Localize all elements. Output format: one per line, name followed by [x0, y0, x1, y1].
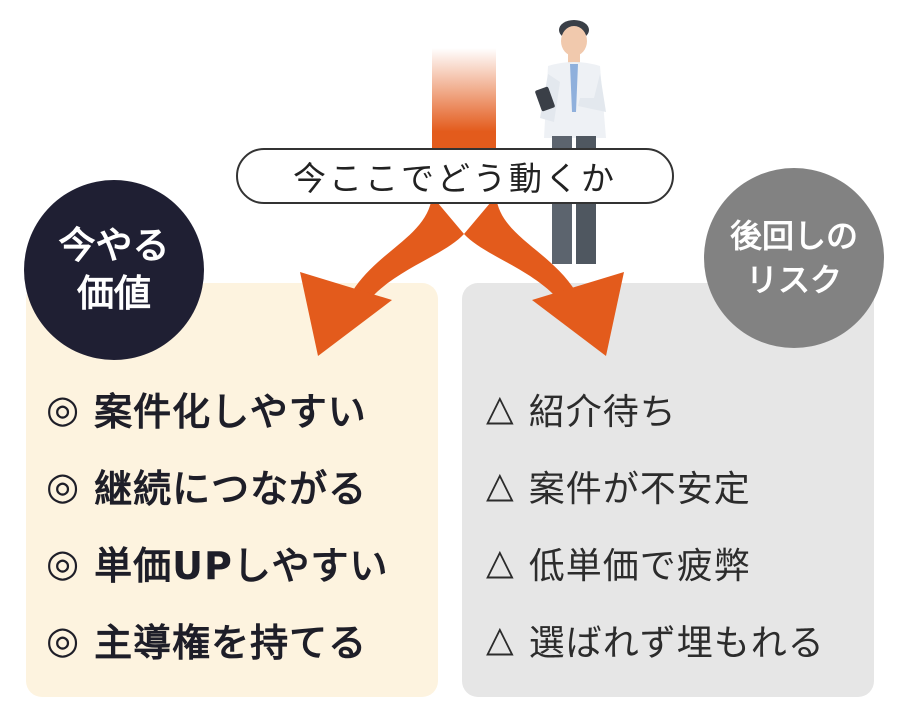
double-circle-icon: ◎: [46, 463, 81, 508]
list-item: ◎ 主導権を持てる: [46, 601, 389, 678]
right-badge-line1: 後回しの: [729, 217, 858, 255]
list-item-label: 選ばれず埋もれる: [528, 622, 825, 664]
right-panel: [462, 283, 874, 697]
double-circle-icon: ◎: [46, 386, 81, 431]
list-item: ◎ 案件化しやすい: [46, 370, 389, 447]
list-item: △ 選ばれず埋もれる: [486, 601, 825, 678]
triangle-icon: △: [486, 619, 515, 660]
list-item: △ 低単価で疲弊: [486, 524, 825, 601]
right-badge: 後回しの リスク: [704, 168, 884, 348]
list-item-label: 単価UPしやすい: [94, 544, 389, 588]
list-item-label: 紹介待ち: [528, 391, 677, 433]
list-item: ◎ 継続につながる: [46, 447, 389, 524]
triangle-icon: △: [486, 465, 515, 506]
right-badge-line2: リスク: [745, 261, 842, 299]
double-circle-icon: ◎: [46, 617, 81, 662]
list-item-label: 継続につながる: [94, 467, 368, 511]
left-list: ◎ 案件化しやすい ◎ 継続につながる ◎ 単価UPしやすい ◎ 主導権を持てる: [46, 370, 389, 678]
triangle-icon: △: [486, 388, 515, 429]
list-item-label: 主導権を持てる: [94, 621, 368, 665]
left-badge: 今やる 価値: [24, 180, 204, 360]
double-circle-icon: ◎: [46, 540, 81, 585]
person-with-phone-icon: [535, 20, 606, 264]
list-item-label: 案件が不安定: [528, 468, 751, 510]
list-item-label: 案件化しやすい: [94, 390, 367, 434]
right-list: △ 紹介待ち △ 案件が不安定 △ 低単価で疲弊 △ 選ばれず埋もれる: [486, 370, 825, 678]
list-item: ◎ 単価UPしやすい: [46, 524, 389, 601]
left-badge-line1: 今やる: [58, 224, 170, 267]
triangle-icon: △: [486, 542, 515, 583]
list-item-label: 低単価で疲弊: [528, 545, 751, 587]
list-item: △ 紹介待ち: [486, 370, 825, 447]
headline-label: 今ここでどう動くか: [236, 148, 674, 204]
left-badge-line2: 価値: [77, 272, 151, 315]
list-item: △ 案件が不安定: [486, 447, 825, 524]
